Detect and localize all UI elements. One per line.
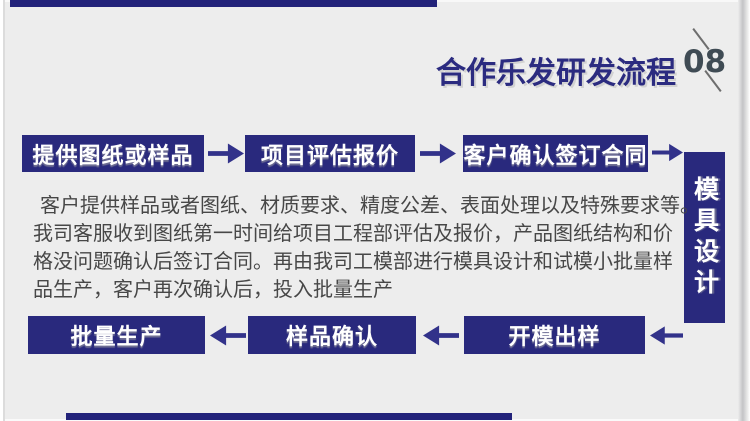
description-line: 我司客服收到图纸第一时间给项目工程部评估及报价，产品图纸结构和价 <box>33 223 673 245</box>
right-edge-shadow <box>738 0 750 421</box>
page-number: 08 <box>683 44 727 80</box>
bottom-decor-bar <box>66 413 512 420</box>
arrow-right-icon <box>652 141 683 164</box>
description-line: 客户提供样品或者图纸、材质要求、精度公差、表面处理以及特殊要求等。 <box>40 195 700 217</box>
flow-step-mass-production: 批量生产 <box>28 316 205 354</box>
left-edge-line <box>3 0 5 421</box>
left-edge <box>0 0 3 421</box>
arrow-left-icon <box>423 324 459 347</box>
bottom-edge <box>0 419 750 421</box>
page-title: 合作乐发研发流程 <box>436 57 676 90</box>
arrow-right-icon <box>208 142 244 165</box>
arrow-right-icon <box>420 142 456 165</box>
description-line: 格没问题确认后签订合同。再由我司工模部进行模具设计和试模小批量样 <box>33 251 673 273</box>
arrow-left-icon <box>210 324 246 347</box>
flow-step-project-quote: 项目评估报价 <box>245 135 415 172</box>
flow-step-provide-drawings: 提供图纸或样品 <box>22 135 204 172</box>
flow-step-mold-sample: 开模出样 <box>464 316 645 354</box>
top-decor-bar <box>10 0 437 7</box>
flow-step-contract-sign: 客户确认签订合同 <box>463 135 648 172</box>
process-description: 客户提供样品或者图纸、材质要求、精度公差、表面处理以及特殊要求等。 我司客服收到… <box>33 192 717 304</box>
arrow-left-icon <box>650 324 683 347</box>
flow-step-mold-design: 模具设计 <box>684 152 725 323</box>
description-line: 品生产，客户再次确认后，投入批量生产 <box>33 279 393 301</box>
flow-step-sample-confirm: 样品确认 <box>248 316 416 354</box>
